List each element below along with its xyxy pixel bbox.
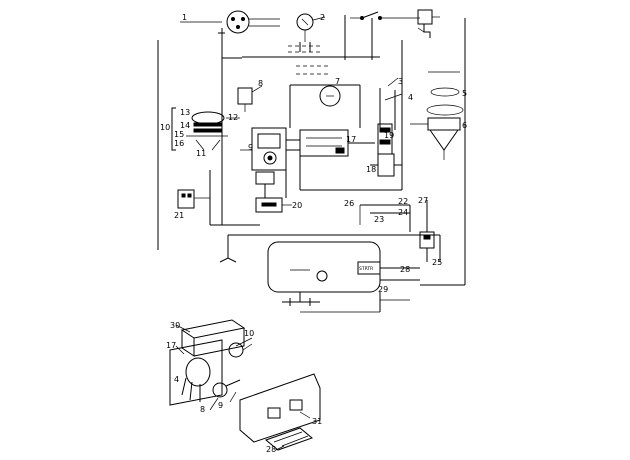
- callout-3: 3: [398, 77, 403, 86]
- callout-25: 25: [432, 258, 442, 267]
- callout-10: 10: [160, 123, 170, 132]
- top-wiring: [180, 9, 440, 75]
- callout-21: 21: [174, 211, 184, 220]
- callout-4: 4: [408, 93, 413, 102]
- callout-20: 20: [292, 201, 302, 210]
- callout-28: 28: [400, 265, 410, 274]
- callout-18: 18: [366, 165, 376, 174]
- callout-30: 30: [170, 321, 180, 330]
- callout-12: 12: [228, 113, 238, 122]
- callout-2: 2: [320, 13, 325, 22]
- callout-15: 15: [174, 130, 184, 139]
- callout-7: 7: [335, 77, 340, 86]
- starter-loop: [219, 234, 441, 313]
- callout-8: 8: [258, 79, 263, 88]
- exploded-assembly: [169, 319, 321, 451]
- callout-8b: 8: [200, 405, 205, 414]
- callout-6: 6: [462, 121, 467, 130]
- callout-11: 11: [196, 149, 206, 158]
- callout-28b: 28: [266, 445, 276, 454]
- callout-27: 27: [418, 196, 428, 205]
- callout-17b: 17: [166, 341, 176, 350]
- callout-19: 19: [384, 131, 394, 140]
- callouts: 2 1 3 4 5 6 7 8 9 10 11 12 13 14 15 16 1…: [160, 13, 467, 454]
- callout-22: 22: [398, 197, 408, 206]
- callout-9b: 9: [218, 401, 223, 410]
- callout-4b: 4: [174, 375, 179, 384]
- callout-17: 17: [346, 135, 356, 144]
- callout-1: 1: [182, 13, 187, 22]
- callout-5: 5: [462, 89, 467, 98]
- starter-label: STRTR: [359, 266, 373, 272]
- callout-9: 9: [248, 143, 253, 152]
- callout-10b: 10: [244, 329, 254, 338]
- callout-31: 31: [312, 417, 322, 426]
- callout-26: 26: [344, 199, 354, 208]
- callout-23: 23: [374, 215, 384, 224]
- callout-14: 14: [180, 121, 190, 130]
- callout-13: 13: [180, 108, 190, 117]
- callout-29: 29: [378, 285, 388, 294]
- callout-24: 24: [398, 208, 408, 217]
- middle-wiring: [157, 18, 466, 286]
- callout-16: 16: [174, 139, 184, 148]
